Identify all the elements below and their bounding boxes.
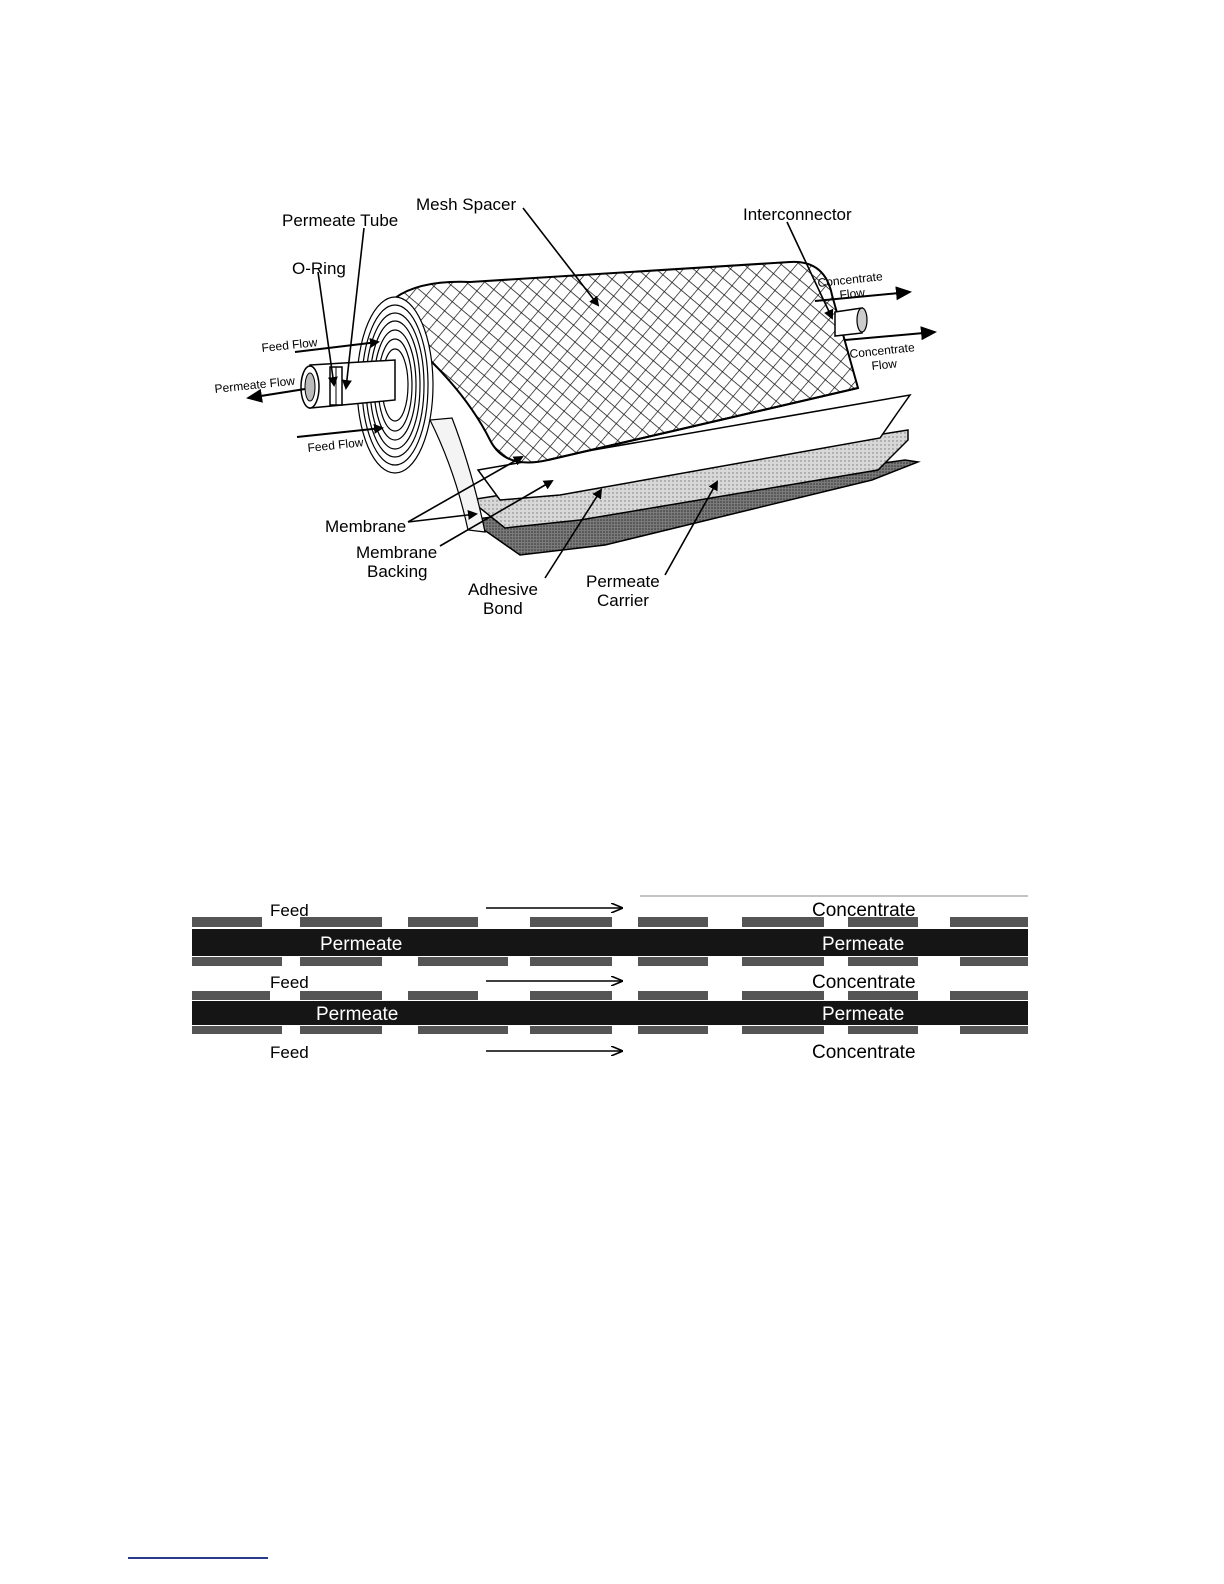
permeate-label-1-right: Permeate: [822, 934, 904, 955]
permeate-label-2-right: Permeate: [822, 1004, 904, 1025]
footnote-rule: [128, 1557, 268, 1559]
permeate-label-2-left: Permeate: [316, 1004, 398, 1025]
feed-label-1: Feed: [270, 901, 309, 920]
feed-label-3: Feed: [270, 1043, 309, 1062]
concentrate-label-3: Concentrate: [812, 1042, 916, 1063]
concentrate-label-2: Concentrate: [812, 972, 916, 993]
concentrate-label-1: Concentrate: [812, 900, 916, 921]
permeate-label-1-left: Permeate: [320, 934, 402, 955]
feed-label-2: Feed: [270, 973, 309, 992]
